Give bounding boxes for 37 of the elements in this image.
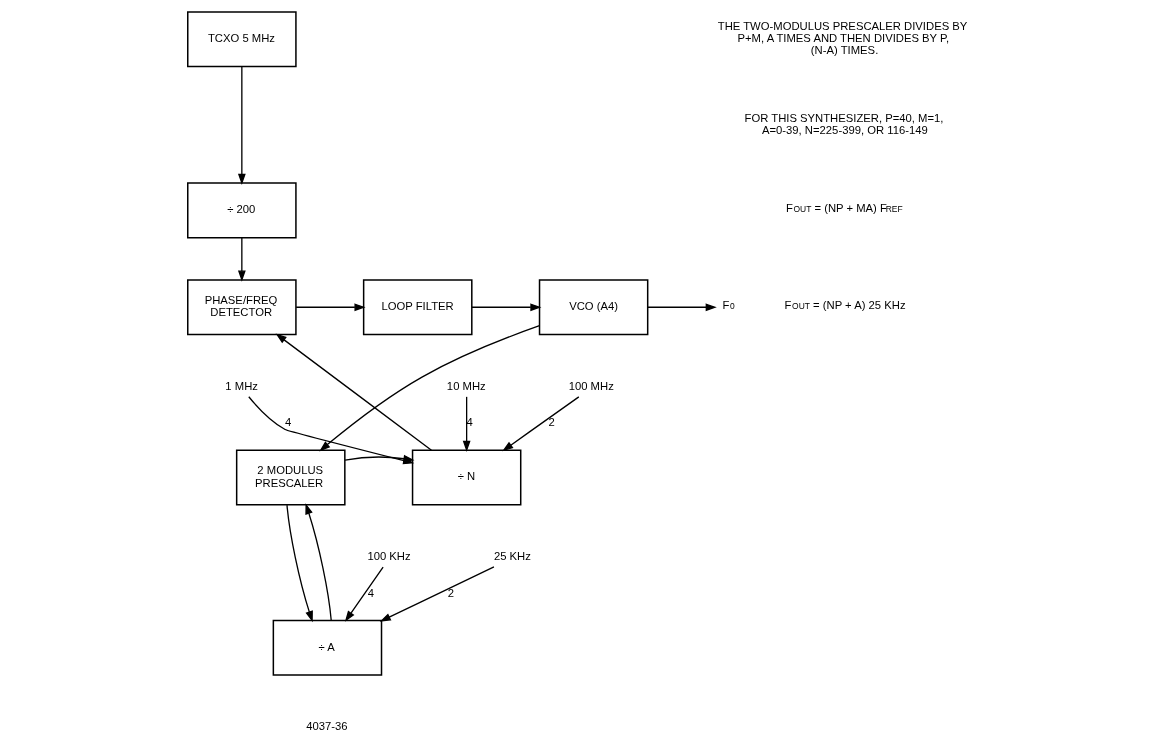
arrow: [305, 503, 332, 621]
arrow: [295, 303, 366, 312]
arrow: [319, 325, 541, 452]
arrow: [275, 333, 433, 451]
arrow: [237, 65, 246, 185]
edge-label: 2: [447, 586, 455, 599]
arrow: [462, 396, 471, 452]
node-text: 10 MHz: [446, 379, 486, 392]
arrow: [502, 396, 580, 452]
edge-label: 4: [285, 416, 292, 429]
edge-label: 4: [466, 416, 473, 429]
label: 4037-36: [306, 720, 348, 733]
node-box: ÷ N: [411, 449, 522, 506]
node-text: 100 KHz: [367, 549, 411, 562]
node-box: PHASE/FREQ DETECTOR: [187, 279, 297, 336]
node-text: 100 MHz: [568, 379, 614, 392]
arrow: [286, 504, 313, 623]
node-box: 2 MODULUS PRESCALER: [235, 449, 346, 506]
arrow: [647, 303, 717, 312]
label: FOUT = (NP + A) 25 KHz: [784, 299, 906, 312]
label: THE TWO-MODULUS PRESCALER DIVIDES BY P+M, A TIMES AND THEN DIVIDES BY P, (N-A) TIMES.: [717, 19, 968, 57]
node-box: TCXO 5 MHz: [187, 11, 297, 68]
node-box: LOOP FILTER: [362, 279, 473, 336]
label: FOUT = (NP + MA) FREF: [785, 202, 903, 215]
node-box: ÷ A: [272, 619, 383, 676]
node-box: ÷ 200: [187, 182, 297, 239]
edge-label: 4: [367, 586, 375, 599]
arrow: [379, 566, 495, 622]
node-text: 1 MHz: [225, 379, 258, 392]
node-box: VCO (A4): [538, 279, 649, 336]
arrow: [237, 237, 246, 282]
node-text: 25 KHz: [493, 549, 531, 562]
label: FOR THIS SYNTHESIZER, P=40, M=1, A=0-39, N=225-399, OR 116-149: [744, 111, 944, 136]
arrow: [344, 566, 384, 622]
edge-label: 2: [548, 416, 555, 429]
node-text: F0: [722, 299, 735, 312]
arrow: [471, 303, 542, 312]
